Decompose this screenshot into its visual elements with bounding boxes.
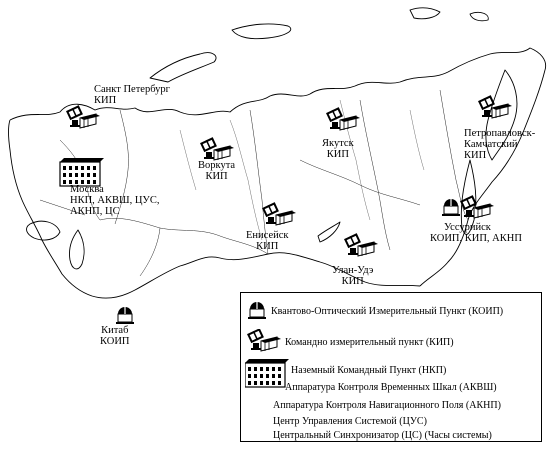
kamchatka <box>485 69 518 161</box>
kip-icon-ulan-ude <box>343 232 379 257</box>
southern-border <box>8 119 421 299</box>
eastern-coastline <box>419 69 546 287</box>
baikal <box>317 221 341 243</box>
kip-icon-vorkuta <box>199 136 235 161</box>
northern-coastline <box>9 47 547 121</box>
sakhalin <box>460 159 477 235</box>
caspian-sea <box>69 229 85 270</box>
legend-aknp: Аппаратура Контроля Навигационного Поля … <box>273 400 501 411</box>
koip-icon-ussuriysk <box>441 198 461 217</box>
kip-icon-petropavlovsk <box>477 94 513 119</box>
legend-nkp: Наземный Командный Пункт (НКП) <box>291 365 447 376</box>
kip-icon <box>247 329 282 352</box>
legend-ts: Центральный Синхронизатор (ЦС) (Часы сис… <box>273 430 492 441</box>
legend-akvsh: Аппаратура Контроля Временных Шкал (АКВШ… <box>285 382 497 393</box>
koip-icon <box>247 301 267 320</box>
kip-icon-spb <box>65 104 101 129</box>
legend-tsus: Центр Управления Системой (ЦУС) <box>273 416 427 427</box>
nkp-icon-moscow <box>59 157 105 187</box>
legend-koip: Квантово-Оптический Измерительный Пункт … <box>271 306 504 317</box>
legend: Квантово-Оптический Измерительный Пункт … <box>240 292 542 442</box>
legend-kip: Командно измерительный пункт (КИП) <box>285 337 454 348</box>
black-sea <box>26 220 61 241</box>
arctic-islands <box>149 7 489 83</box>
kip-icon-eniseisk <box>261 201 297 226</box>
koip-icon-kitab <box>115 306 135 325</box>
kip-icon-yakutsk <box>325 106 361 131</box>
